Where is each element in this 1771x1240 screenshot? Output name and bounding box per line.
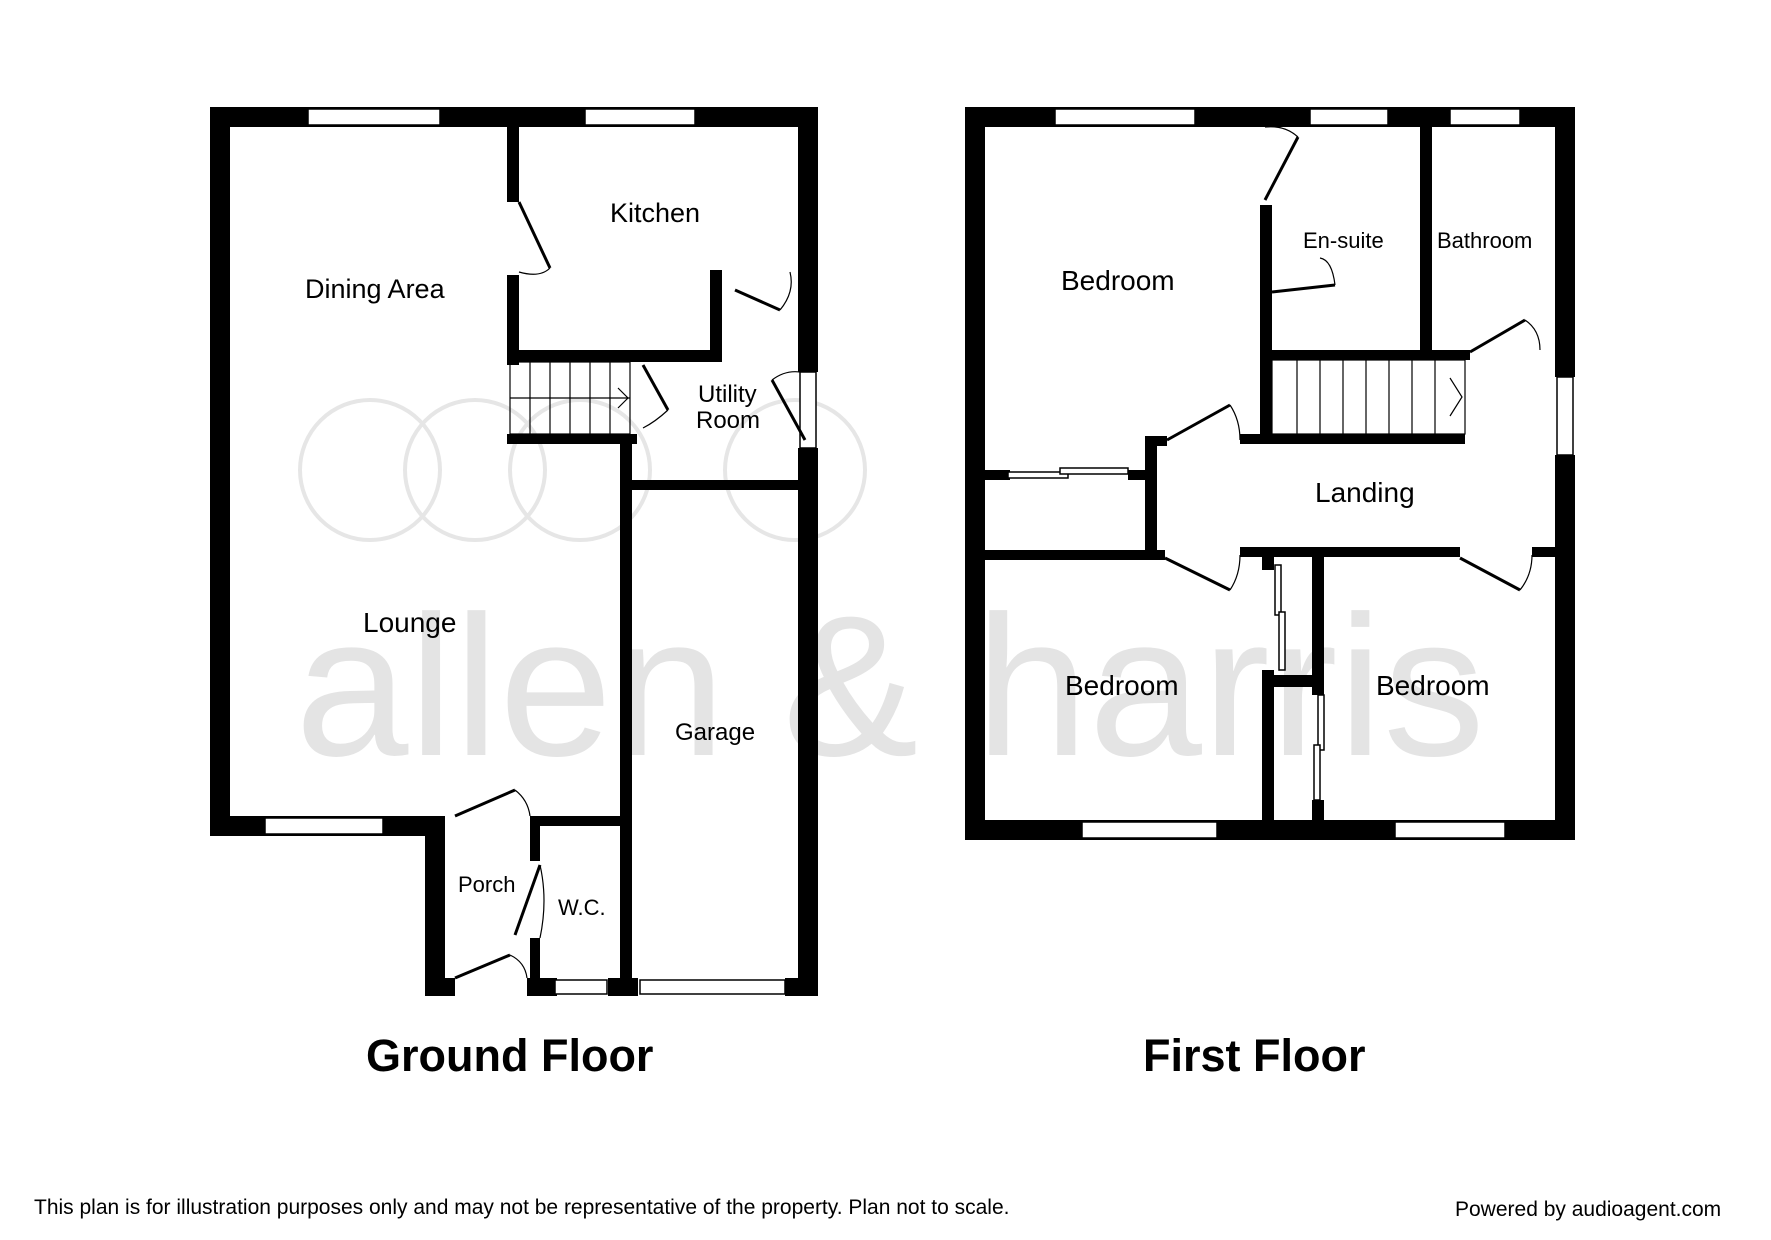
room-label-garage: Garage [675, 719, 755, 746]
wall [785, 978, 818, 996]
wall [632, 480, 802, 490]
window [799, 371, 817, 449]
window [1309, 108, 1389, 126]
wall [1240, 547, 1460, 557]
wall [965, 107, 985, 840]
door [517, 201, 552, 275]
wall [1312, 800, 1324, 822]
wall [1262, 670, 1274, 820]
sliding-door [1274, 564, 1286, 671]
wall [798, 107, 818, 372]
wall [1145, 436, 1167, 446]
wall [425, 978, 455, 996]
wall [798, 448, 818, 996]
door [1271, 257, 1336, 294]
wall [1260, 205, 1272, 440]
room-label-ensuite: En-suite [1303, 228, 1384, 253]
wall [1145, 440, 1157, 555]
wall [425, 816, 445, 996]
wall [985, 550, 1165, 560]
wall [1532, 547, 1560, 557]
wall [1128, 470, 1148, 480]
room-label-landing: Landing [1315, 477, 1415, 508]
wall [210, 107, 818, 127]
room-label-bedroom-right: Bedroom [1376, 670, 1490, 701]
wall [1420, 127, 1432, 352]
window [264, 817, 384, 835]
staircase [509, 361, 631, 435]
wall [530, 816, 540, 861]
window [639, 979, 786, 995]
wall [507, 127, 519, 202]
wall [1262, 675, 1324, 687]
door [454, 788, 531, 818]
window [1556, 376, 1574, 456]
wall [620, 480, 632, 978]
wall [507, 434, 637, 444]
door [641, 364, 670, 429]
room-label-utility-line1: Utility [698, 381, 757, 408]
door [770, 371, 807, 441]
wall [1262, 555, 1274, 570]
wall [710, 270, 722, 362]
wall [210, 107, 230, 836]
door [1459, 554, 1533, 592]
powered-by-text: Powered by audioagent.com [1455, 1198, 1722, 1221]
room-label-wc: W.C. [558, 895, 606, 920]
sliding-door [1313, 694, 1325, 801]
door [734, 271, 792, 312]
door [513, 864, 545, 939]
window [1394, 821, 1506, 839]
wall [1260, 350, 1470, 360]
floor-title-ground: Ground Floor [366, 1030, 653, 1081]
door [1469, 318, 1541, 354]
first-floor-plan: Bedroom En-suite Bathroom Landing Bedroo… [965, 107, 1575, 1081]
room-label-lounge: Lounge [363, 607, 456, 638]
disclaimer-text: This plan is for illustration purposes o… [34, 1196, 1010, 1219]
wall [507, 350, 722, 362]
door [1164, 554, 1241, 592]
wall [530, 938, 540, 978]
room-label-bedroom-left: Bedroom [1065, 670, 1179, 701]
room-label-utility-line2: Room [696, 407, 760, 434]
watermark-logo [298, 398, 867, 542]
window [1054, 108, 1196, 126]
wall [530, 816, 625, 826]
room-label-bedroom-main: Bedroom [1061, 265, 1175, 296]
window [554, 979, 608, 995]
room-label-porch: Porch [458, 872, 515, 897]
staircase [1271, 359, 1466, 435]
window [1081, 821, 1218, 839]
window [307, 108, 441, 126]
door [1263, 126, 1300, 201]
sliding-door [1007, 467, 1129, 479]
room-label-dining: Dining Area [305, 274, 446, 304]
ground-floor-plan: Dining Area Kitchen Utility Room Lounge … [210, 107, 818, 1081]
door [454, 953, 528, 980]
wall [1555, 107, 1575, 377]
wall [1240, 434, 1465, 444]
wall [507, 275, 519, 365]
wall [608, 978, 638, 996]
door [1166, 403, 1241, 442]
window [584, 108, 696, 126]
floor-title-first: First Floor [1143, 1030, 1366, 1081]
wall [985, 470, 1010, 480]
window [1449, 108, 1521, 126]
wall [527, 978, 557, 996]
wall [1555, 455, 1575, 840]
room-label-kitchen: Kitchen [610, 198, 700, 228]
room-label-bathroom: Bathroom [1437, 228, 1532, 253]
wall [1312, 555, 1324, 695]
